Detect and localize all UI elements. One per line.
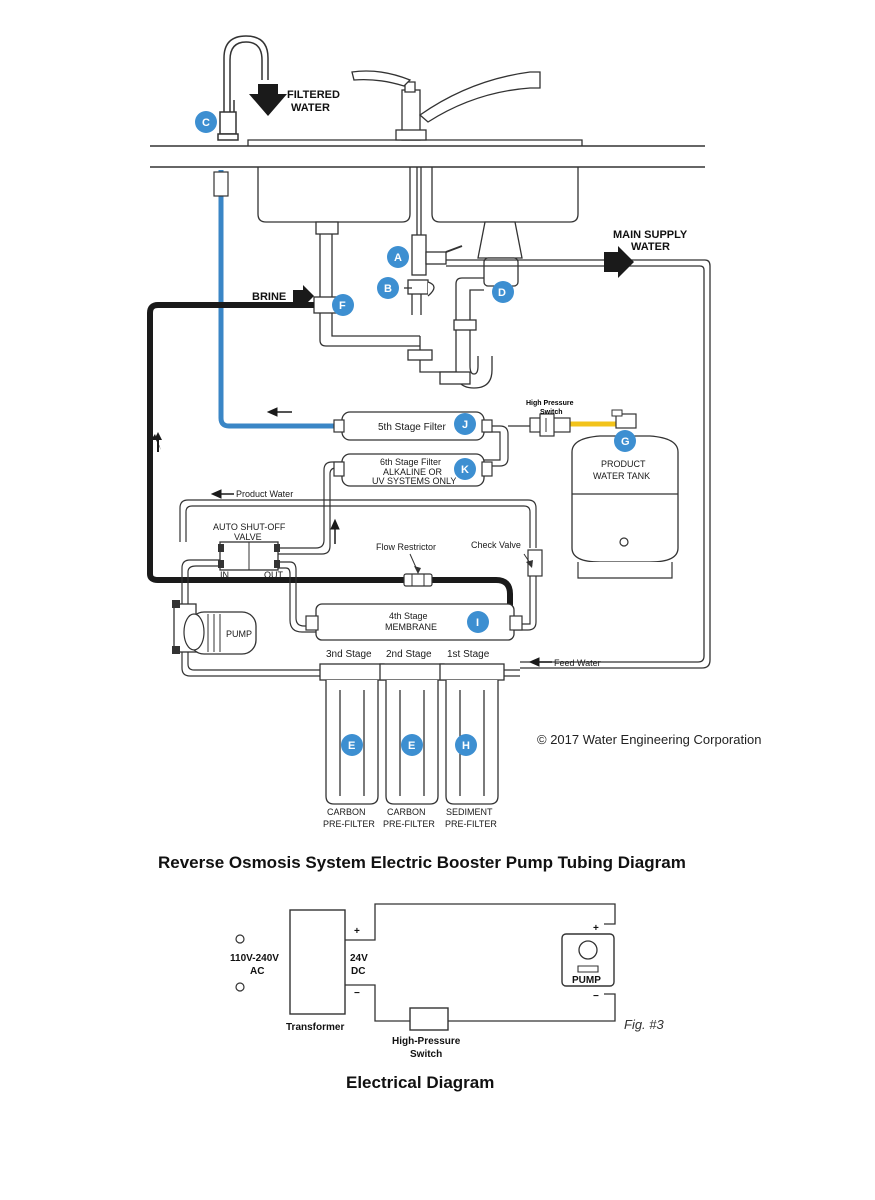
svg-text:E: E <box>348 740 355 752</box>
badge-j: J <box>454 413 476 435</box>
badge-f: F <box>332 294 354 316</box>
badge-b: B <box>377 277 399 299</box>
badge-k: K <box>454 458 476 480</box>
electrical-diagram <box>235 903 616 1031</box>
stage-6-label-2: ALKALINE OR <box>383 467 443 477</box>
filter-1-name-1: SEDIMENT <box>446 807 493 817</box>
filtered-water-arrow <box>249 84 287 116</box>
product-water-label: Product Water <box>236 489 293 499</box>
check-valve: Check Valve <box>471 540 543 577</box>
elec-switch-label-1: High-Pressure <box>392 1036 461 1047</box>
dc-voltage-1: 24V <box>350 953 368 964</box>
valve-in-label: IN <box>220 570 229 580</box>
svg-text:H: H <box>462 740 470 752</box>
ro-faucet <box>217 35 269 141</box>
valve-out-label: OUT <box>264 570 284 580</box>
badge-g: G <box>614 430 636 452</box>
pump-plus: + <box>593 923 599 934</box>
check-valve-label: Check Valve <box>471 540 521 550</box>
brine-up-arrow <box>151 434 161 450</box>
sink-basin <box>247 139 583 223</box>
stage-label-2: 2nd Stage <box>386 649 432 660</box>
svg-text:F: F <box>339 300 346 312</box>
badge-e-1: E <box>341 734 363 756</box>
stage-6-label-3: UV SYSTEMS ONLY <box>372 476 456 486</box>
pump-elec-label: PUMP <box>572 975 601 986</box>
countertop <box>150 145 705 168</box>
svg-text:K: K <box>461 464 469 476</box>
hp-switch-label-1: High Pressure <box>526 400 574 407</box>
input-voltage-2: AC <box>250 966 264 977</box>
electrical-diagram-title: Electrical Diagram <box>346 1073 494 1092</box>
badge-i: I <box>467 611 489 633</box>
filter-3-name-2: PRE-FILTER <box>323 819 375 829</box>
tank-label-1: PRODUCT <box>601 459 646 469</box>
stage-5-filter: 5th Stage Filter <box>333 411 493 441</box>
svg-text:I: I <box>476 617 479 629</box>
kitchen-faucet <box>351 70 541 141</box>
svg-text:C: C <box>202 117 210 129</box>
filter-1-name-2: PRE-FILTER <box>445 819 497 829</box>
cold-water-supply <box>404 167 711 669</box>
grey-tubing <box>179 425 537 677</box>
booster-pump: PUMP <box>172 600 257 655</box>
faucet-fitting <box>213 171 229 197</box>
main-supply-label-1: MAIN SUPPLY <box>613 229 688 241</box>
svg-text:J: J <box>462 419 468 431</box>
brine-arrow <box>293 285 314 307</box>
stage-5-label: 5th Stage Filter <box>378 422 446 433</box>
svg-text:D: D <box>498 287 506 299</box>
filter-2-name-2: PRE-FILTER <box>383 819 435 829</box>
dc-voltage-2: DC <box>351 966 365 977</box>
badge-c: C <box>195 111 217 133</box>
auto-valve-label-1: AUTO SHUT-OFF <box>213 522 286 532</box>
tubing-diagram-title: Reverse Osmosis System Electric Booster … <box>158 853 686 872</box>
black-brine-tube <box>147 302 513 622</box>
fig-label: Fig. #3 <box>624 1017 665 1032</box>
drain-pipes <box>315 221 523 389</box>
brine-label: BRINE <box>252 291 286 303</box>
flow-arrows <box>210 407 552 667</box>
flow-restrictor-label: Flow Restrictor <box>376 542 436 552</box>
main-supply-arrow <box>604 246 634 278</box>
filter-3-name-1: CARBON <box>327 807 366 817</box>
membrane-label-1: 4th Stage <box>389 611 428 621</box>
membrane-label-2: MEMBRANE <box>385 622 437 632</box>
elec-switch-label-2: Switch <box>410 1049 442 1060</box>
svg-text:E: E <box>408 740 415 752</box>
pump-minus: − <box>593 991 599 1002</box>
filtered-water-label-2: WATER <box>291 102 330 114</box>
copyright-text: © 2017 Water Engineering Corporation <box>537 732 761 747</box>
pump-label: PUMP <box>226 629 252 639</box>
high-pressure-switch: High Pressure Switch <box>526 400 574 437</box>
filtered-water-label-1: FILTERED <box>287 89 340 101</box>
product-water-tank: PRODUCT WATER TANK <box>571 409 679 579</box>
tank-label-2: WATER TANK <box>593 471 650 481</box>
badge-a: A <box>387 246 409 268</box>
stage-6-filter: 6th Stage Filter ALKALINE OR UV SYSTEMS … <box>333 453 493 487</box>
stage-label-3: 3nd Stage <box>326 649 372 660</box>
svg-text:B: B <box>384 283 392 295</box>
svg-text:A: A <box>394 252 402 264</box>
filter-2-name-1: CARBON <box>387 807 426 817</box>
auto-shutoff-valve: AUTO SHUT-OFF VALVE IN OUT <box>213 522 286 580</box>
dc-plus: + <box>354 926 360 937</box>
badge-h: H <box>455 734 477 756</box>
badge-e-2: E <box>401 734 423 756</box>
blue-product-tube <box>218 170 340 429</box>
badge-d: D <box>492 281 514 303</box>
membrane-housing: 4th Stage MEMBRANE <box>305 603 523 641</box>
stage-6-label-1: 6th Stage Filter <box>380 457 441 467</box>
hp-switch-label-2: Switch <box>540 409 563 416</box>
auto-valve-label-2: VALVE <box>234 532 262 542</box>
stage-label-1: 1st Stage <box>447 649 490 660</box>
transformer-label: Transformer <box>286 1022 344 1033</box>
svg-text:G: G <box>621 436 630 448</box>
main-supply-label-2: WATER <box>631 241 670 253</box>
flow-restrictor: Flow Restrictor <box>376 542 436 587</box>
feed-water-label: Feed Water <box>554 658 601 668</box>
input-voltage-1: 110V-240V <box>230 953 279 964</box>
dc-minus: − <box>354 988 360 999</box>
